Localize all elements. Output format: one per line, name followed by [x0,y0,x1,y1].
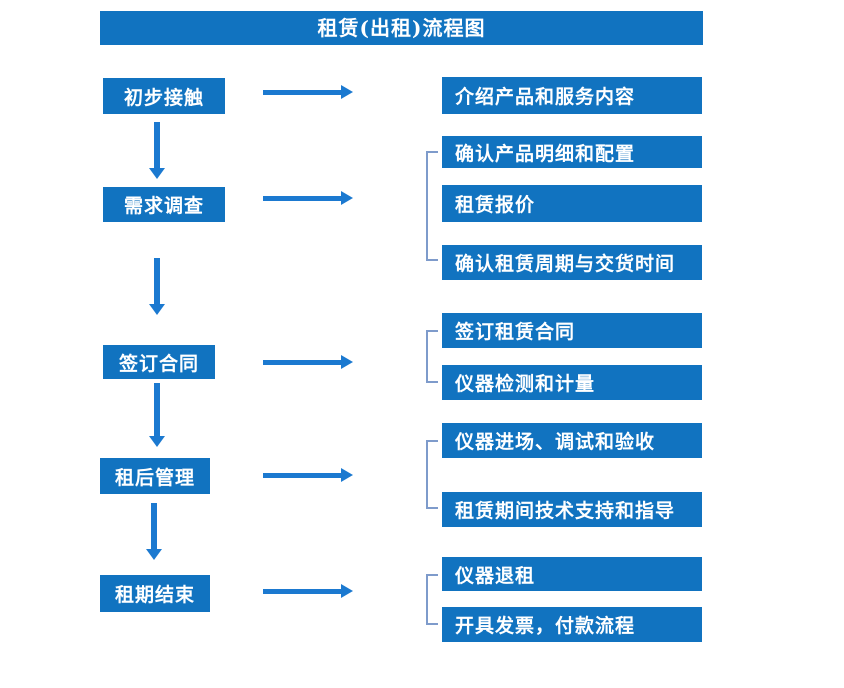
output-box-instrument-testing: 仪器检测和计量 [442,365,702,400]
output-box-rental-quote: 租赁报价 [442,185,702,222]
down-arrow-shaft [153,258,160,304]
output-box-sign-rental-contract: 签订租赁合同 [442,313,702,348]
down-arrow-1 [148,122,165,179]
right-arrow-head-icon [341,191,353,205]
right-arrow-shaft [263,195,341,201]
right-arrow-3 [263,355,353,369]
group-bracket-lease-end [426,574,438,625]
right-arrow-5 [263,584,353,598]
down-arrow-head-icon [148,436,165,447]
group-bracket-sign-contract [426,330,438,383]
step-box-demand-survey: 需求调查 [103,187,225,222]
step-box-initial-contact: 初步接触 [103,78,225,114]
right-arrow-2 [263,191,353,205]
right-arrow-shaft [263,359,341,365]
right-arrow-4 [263,468,353,482]
output-box-confirm-product-details: 确认产品明细和配置 [442,136,702,168]
down-arrow-2 [148,258,165,315]
right-arrow-shaft [263,89,341,95]
right-arrow-head-icon [341,85,353,99]
output-box-technical-support: 租赁期间技术支持和指导 [442,492,702,527]
output-box-instrument-return: 仪器退租 [442,557,702,591]
flowchart-title: 租赁(出租)流程图 [100,11,703,45]
right-arrow-shaft [263,588,341,594]
down-arrow-head-icon [148,168,165,179]
step-box-lease-end: 租期结束 [100,575,210,612]
right-arrow-head-icon [341,468,353,482]
step-box-sign-contract: 签订合同 [103,345,215,379]
step-box-post-rental-management: 租后管理 [100,458,210,494]
down-arrow-3 [148,383,165,447]
down-arrow-shaft [153,122,160,168]
down-arrow-shaft [153,383,160,436]
right-arrow-shaft [263,472,341,478]
output-box-introduce-products: 介绍产品和服务内容 [442,77,702,114]
output-box-confirm-rental-period: 确认租赁周期与交货时间 [442,245,702,280]
group-bracket-post-rental [426,440,438,509]
output-box-instrument-setup: 仪器进场、调试和验收 [442,423,702,458]
down-arrow-shaft [150,503,157,549]
output-box-invoice-payment: 开具发票，付款流程 [442,607,702,642]
down-arrow-4 [145,503,162,560]
right-arrow-1 [263,85,353,99]
right-arrow-head-icon [341,584,353,598]
down-arrow-head-icon [148,304,165,315]
right-arrow-head-icon [341,355,353,369]
group-bracket-demand-survey [426,151,438,261]
down-arrow-head-icon [145,549,162,560]
